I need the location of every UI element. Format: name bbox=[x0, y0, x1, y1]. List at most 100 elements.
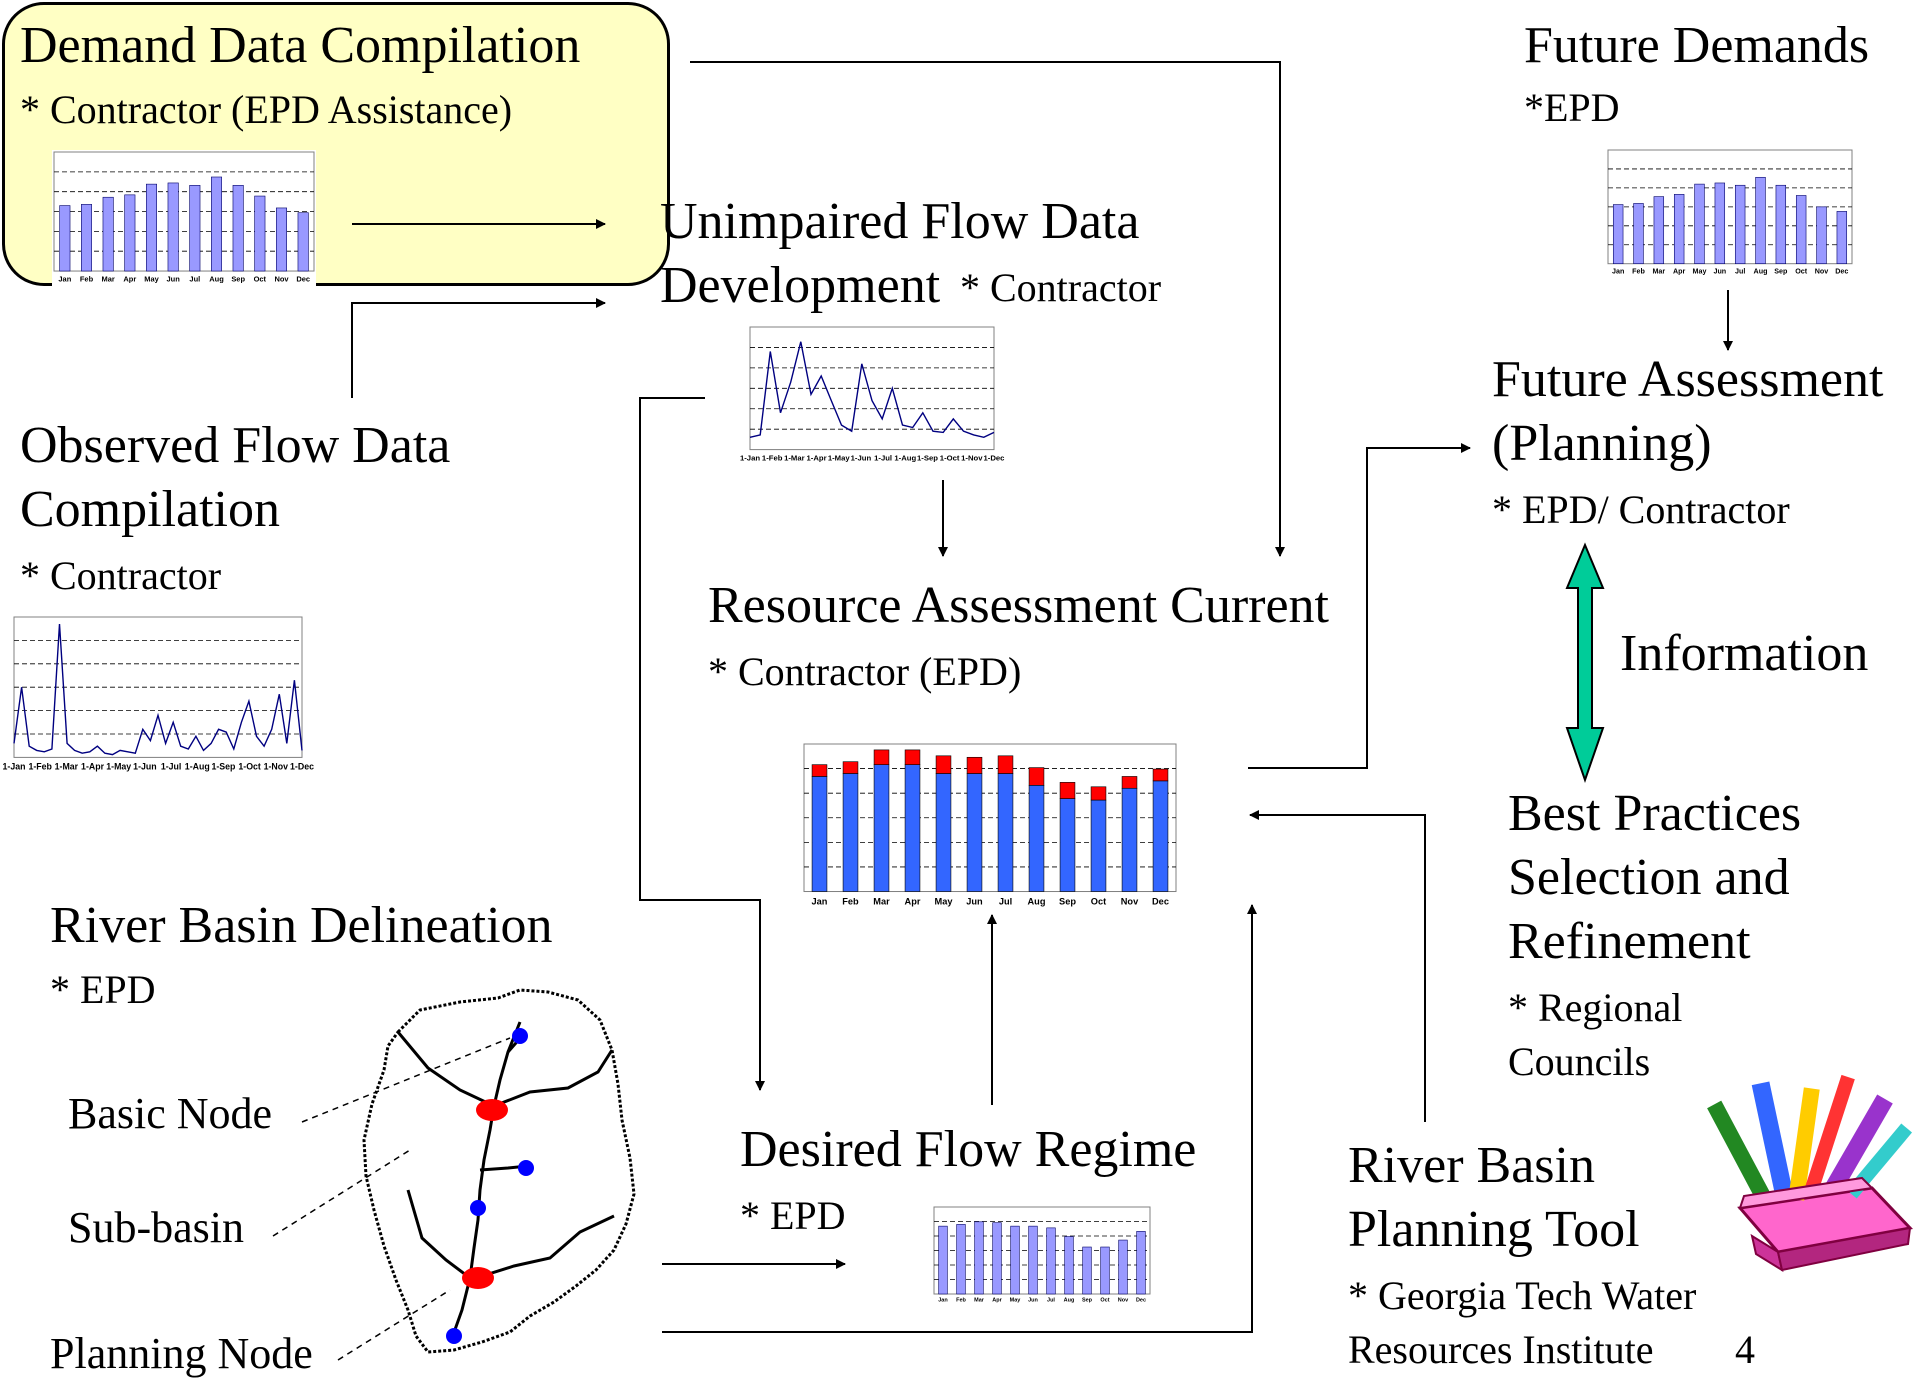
bar bbox=[842, 761, 859, 774]
unimpaired-title-line1: Unimpaired Flow Data bbox=[660, 193, 1140, 250]
tick-label: 1-Mar bbox=[784, 453, 805, 462]
bar bbox=[102, 196, 114, 272]
planning-tool-sub-line1: * Georgia Tech Water bbox=[1348, 1273, 1697, 1318]
tick-label: Mar bbox=[1652, 268, 1665, 276]
tick-label: Nov bbox=[1118, 1298, 1129, 1304]
tick-label: 1-Dec bbox=[984, 453, 1006, 462]
bar bbox=[935, 773, 952, 892]
observed-sub: * Contractor bbox=[20, 553, 222, 598]
observed-title-line2: Compilation bbox=[20, 481, 280, 538]
bar bbox=[59, 205, 71, 272]
bar bbox=[80, 204, 92, 272]
bar bbox=[842, 773, 859, 892]
unimpaired-title-line2: Development bbox=[660, 257, 941, 314]
demand-title: Demand Data Compilation bbox=[20, 17, 581, 74]
bar bbox=[1082, 1246, 1092, 1295]
bar bbox=[1152, 768, 1169, 782]
bar bbox=[997, 773, 1014, 892]
tick-label: Oct bbox=[254, 275, 267, 284]
planning-nodes bbox=[462, 1099, 508, 1289]
tick-label: Oct bbox=[1100, 1298, 1109, 1304]
best-practices-sub-line2: Councils bbox=[1508, 1039, 1651, 1084]
best-practices-title-line1: Best Practices bbox=[1508, 785, 1802, 842]
tick-label: 1-Feb bbox=[28, 762, 52, 772]
bar bbox=[1059, 798, 1076, 892]
bar bbox=[189, 185, 201, 272]
arrow-unimpaired-to-desired bbox=[639, 397, 765, 1091]
planning-node-leader bbox=[337, 1289, 451, 1361]
delineation-title: River Basin Delineation bbox=[50, 897, 553, 954]
bar bbox=[1064, 1236, 1074, 1295]
series-line bbox=[13, 623, 303, 756]
bar bbox=[1100, 1246, 1110, 1295]
planning-tool-title-line2: Planning Tool bbox=[1348, 1201, 1640, 1258]
main-river bbox=[450, 1021, 522, 1339]
tick-label: Nov bbox=[1815, 268, 1829, 276]
sub-basin-leader bbox=[272, 1149, 411, 1237]
future-demands-sub: *EPD bbox=[1524, 85, 1620, 130]
tick-label: 1-Feb bbox=[762, 453, 783, 462]
sub-basin-label: Sub-basin bbox=[68, 1203, 244, 1252]
tick-label: 1-Oct bbox=[238, 762, 261, 772]
information-label: Information bbox=[1620, 625, 1869, 682]
bar bbox=[1633, 203, 1644, 265]
bar bbox=[938, 1225, 948, 1295]
basic-nodes bbox=[446, 1028, 534, 1344]
bar bbox=[276, 207, 288, 272]
tick-label: May bbox=[935, 896, 954, 906]
tick-label: Dec bbox=[296, 275, 310, 284]
resource-sub: * Contractor (EPD) bbox=[708, 649, 1022, 694]
tick-label: Jan bbox=[1612, 268, 1624, 276]
basic-node-marker bbox=[470, 1200, 486, 1216]
tick-label: 1-Jun bbox=[851, 453, 872, 462]
bar bbox=[1734, 184, 1746, 265]
basic-node-label: Basic Node bbox=[68, 1089, 273, 1138]
tick-label: Sep bbox=[231, 275, 245, 284]
basic-node-marker bbox=[446, 1328, 462, 1344]
best-practices-title-line2: Selection and bbox=[1508, 849, 1790, 906]
tick-label: Jan bbox=[812, 896, 828, 906]
tick-label: Apr bbox=[123, 275, 136, 284]
basic-node-leader bbox=[301, 1037, 511, 1123]
bar bbox=[1059, 782, 1076, 799]
bar bbox=[167, 182, 179, 272]
bar bbox=[1152, 780, 1169, 892]
planning-tool-title-line1: River Basin bbox=[1348, 1137, 1595, 1194]
basin-outline bbox=[362, 988, 636, 1354]
tick-label: Sep bbox=[1059, 896, 1076, 906]
tick-label: Jun bbox=[1028, 1298, 1038, 1304]
bar bbox=[1121, 776, 1138, 789]
arrow-demand-to-resource bbox=[690, 61, 1285, 557]
tick-label: 1-Aug bbox=[185, 762, 210, 772]
bar bbox=[1121, 787, 1138, 892]
tick-label: 1-Aug bbox=[894, 453, 916, 462]
bar bbox=[1010, 1225, 1020, 1295]
tick-label: Jul bbox=[1047, 1298, 1055, 1304]
toolbox-icon bbox=[1707, 1074, 1913, 1273]
information-double-arrow bbox=[1565, 542, 1605, 784]
tick-label: Jan bbox=[938, 1298, 948, 1304]
tick-label: Sep bbox=[1774, 268, 1788, 276]
page-number: 4 bbox=[1735, 1327, 1755, 1372]
tick-label: May bbox=[144, 275, 159, 284]
bar bbox=[1653, 196, 1665, 265]
bar bbox=[1028, 1225, 1038, 1295]
tick-label: 1-Jan bbox=[3, 762, 26, 772]
resource-title: Resource Assessment Current bbox=[708, 577, 1330, 634]
bar bbox=[1694, 183, 1705, 264]
bar bbox=[873, 749, 890, 765]
best-practices-title-line3: Refinement bbox=[1508, 913, 1751, 970]
tick-label: Feb bbox=[80, 275, 94, 284]
tributary-4 bbox=[475, 1214, 615, 1280]
planning-node-label: Planning Node bbox=[50, 1329, 313, 1378]
bar bbox=[904, 764, 921, 892]
future-demands-title: Future Demands bbox=[1524, 17, 1870, 74]
bar bbox=[1090, 786, 1107, 801]
bar bbox=[297, 212, 309, 272]
bar bbox=[1836, 211, 1848, 264]
